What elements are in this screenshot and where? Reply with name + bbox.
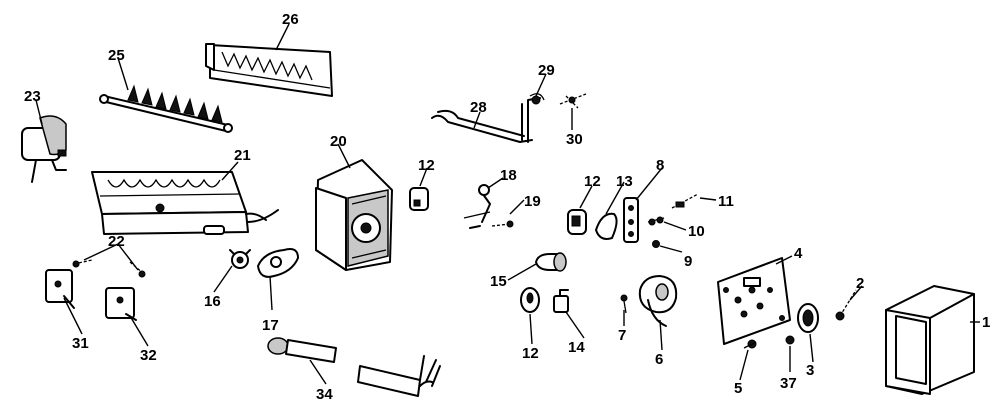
label-20: 20 [330,133,347,150]
part-20-shape [315,159,393,271]
label-9: 9 [684,253,692,270]
part-23-shape [21,115,67,183]
part-11-shape [671,193,699,209]
label-34: 34 [316,386,333,403]
label-15: 15 [490,273,507,290]
part-8-shape [623,197,639,243]
label-18: 18 [500,167,517,184]
label-26: 26 [282,11,299,28]
part-13-shape [595,212,618,240]
label-23: 23 [24,88,41,105]
label-25: 25 [108,47,125,64]
part-7-shape [620,294,628,314]
part-1-shape [885,285,975,395]
part-4-shape [717,257,791,345]
label-2: 2 [856,275,864,292]
part-5-shape [743,339,757,349]
label-5: 5 [734,380,742,397]
label-16: 16 [204,293,221,310]
part-34-shape [267,337,441,397]
part-3-shape [797,303,819,333]
label-12-upper: 12 [418,157,435,174]
label-19: 19 [524,193,541,210]
label-1: 1 [982,314,990,331]
part-10-shape [647,216,665,226]
part-37-shape [785,335,795,345]
part-2-shape [835,289,857,321]
label-22: 22 [108,233,125,250]
label-10: 10 [688,223,705,240]
part-31-shape [45,269,75,309]
label-28: 28 [470,99,487,116]
part-32-shape [105,287,137,321]
label-7: 7 [618,327,626,344]
part-17-shape [257,248,299,278]
label-6: 6 [655,351,663,368]
label-4: 4 [794,245,803,262]
part-26-shape [205,43,333,97]
part-19-shape [491,220,514,228]
label-21: 21 [234,147,251,164]
label-12-mid: 12 [584,173,601,190]
part-6-shape [638,275,678,327]
part-12-mid-shape [567,209,587,235]
part-16-shape [229,249,251,269]
part-28-shape [431,97,541,143]
part-12-upper-shape [409,187,429,211]
label-14: 14 [568,339,585,356]
callout-labels: 1 2 3 4 5 6 7 8 9 10 11 12 12 12 13 14 1… [24,11,990,403]
part-12-lower-shape [520,287,540,313]
part-9-shape [652,240,660,248]
part-18-shape [463,184,491,229]
part-14-shape [553,289,569,313]
part-25-shape [99,84,233,133]
label-29: 29 [538,62,555,79]
label-8: 8 [656,157,664,174]
label-32: 32 [140,347,157,364]
label-37: 37 [780,375,797,392]
part-30-shape [559,93,587,109]
label-30: 30 [566,131,583,148]
label-12-lower: 12 [522,345,539,362]
label-3: 3 [806,362,814,379]
label-31: 31 [72,335,89,352]
leader-lines [35,23,980,385]
part-21-shape [91,171,279,235]
part-22-shape [72,259,146,278]
part-15-shape [535,252,567,272]
label-13: 13 [616,173,633,190]
label-11: 11 [718,193,734,210]
label-17: 17 [262,317,279,334]
